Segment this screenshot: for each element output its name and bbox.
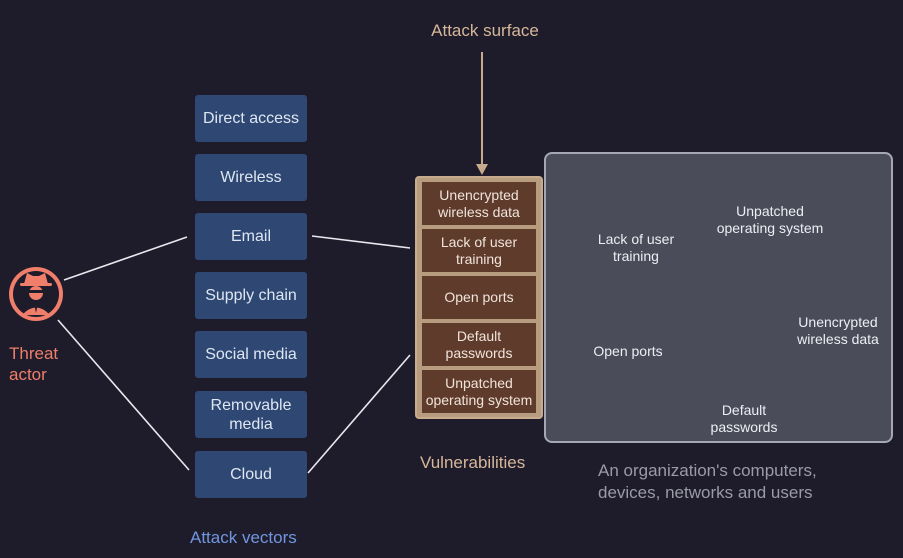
vector-label: Supply chain bbox=[205, 287, 297, 304]
vulnerability-unpatched-os: Unpatched operating system bbox=[422, 370, 536, 413]
vulnerability-label: Lack of user training bbox=[440, 233, 518, 267]
vector-wireless: Wireless bbox=[195, 154, 307, 201]
vulnerability-unencrypted-wireless: Unencrypted wireless data bbox=[422, 182, 536, 225]
vector-direct-access: Direct access bbox=[195, 95, 307, 142]
connector-email-to-vulnerabilities bbox=[311, 235, 411, 249]
connector-cloud-to-vulnerabilities bbox=[307, 354, 411, 474]
connector-threat-to-email bbox=[63, 236, 188, 281]
vector-email: Email bbox=[195, 213, 307, 260]
vector-removable-media: Removable media bbox=[195, 391, 307, 438]
org-label-camera: Default passwords bbox=[710, 402, 778, 435]
vulnerability-label: Default passwords bbox=[445, 327, 513, 361]
spy-icon bbox=[9, 267, 63, 321]
threat-actor-label: Threat actor bbox=[9, 343, 79, 385]
vector-label: Removable media bbox=[210, 396, 292, 433]
vulnerability-default-passwords: Default passwords bbox=[422, 323, 536, 366]
vulnerability-label: Open ports bbox=[444, 289, 514, 305]
connector-threat-to-cloud bbox=[57, 319, 190, 471]
org-label-laptop: Unpatched operating system bbox=[716, 203, 824, 236]
org-label-server: Open ports bbox=[593, 343, 663, 359]
vector-label: Social media bbox=[205, 346, 297, 363]
organization-caption: An organization's computers, devices, ne… bbox=[598, 461, 817, 502]
vulnerabilities-column: Unencrypted wireless data Lack of user t… bbox=[415, 176, 543, 419]
vector-label: Email bbox=[230, 228, 271, 245]
vulnerability-label: Unpatched operating system bbox=[425, 374, 533, 408]
vector-label: Direct access bbox=[202, 110, 300, 127]
vulnerability-open-ports: Open ports bbox=[422, 276, 536, 319]
threat-actor-text: Threat actor bbox=[9, 344, 59, 384]
vector-cloud: Cloud bbox=[195, 451, 307, 498]
attack-surface-arrowhead bbox=[476, 164, 488, 175]
org-label-users: Lack of user training bbox=[597, 231, 675, 264]
vector-label: Wireless bbox=[220, 169, 282, 186]
vector-supply-chain: Supply chain bbox=[195, 272, 307, 319]
organization-panel: Lack of user training Unpatched operatin… bbox=[544, 152, 893, 443]
attack-vectors-caption: Attack vectors bbox=[190, 528, 297, 547]
vulnerability-user-training: Lack of user training bbox=[422, 229, 536, 272]
vulnerabilities-caption: Vulnerabilities bbox=[420, 453, 526, 472]
org-label-router: Unencrypted wireless data bbox=[797, 314, 879, 347]
vector-label: Cloud bbox=[230, 466, 272, 483]
vulnerability-label: Unencrypted wireless data bbox=[438, 186, 520, 220]
vector-social-media: Social media bbox=[195, 331, 307, 378]
attack-surface-label: Attack surface bbox=[431, 21, 539, 40]
